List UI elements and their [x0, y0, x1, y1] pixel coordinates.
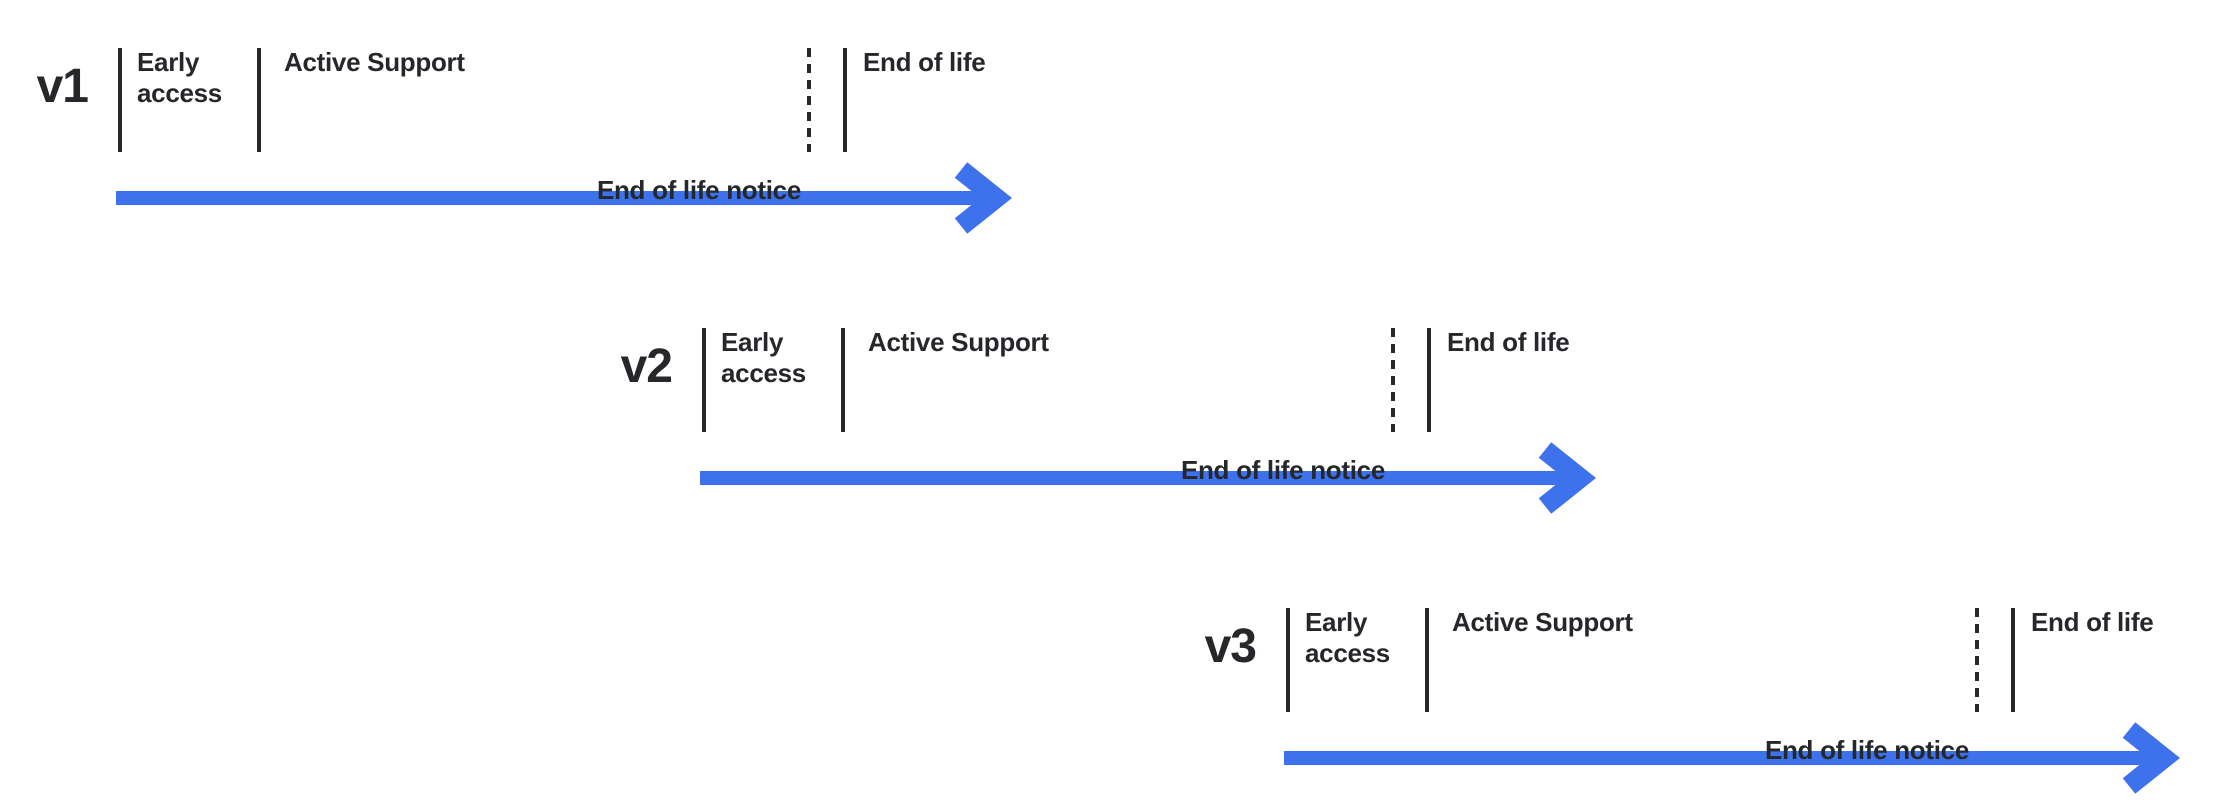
end-of-life-notice-label: End of life notice — [596, 175, 801, 205]
early-access-start-tick — [118, 48, 122, 152]
early-access-start-tick — [1286, 608, 1290, 712]
early-access-label: Early access — [137, 47, 222, 108]
active-support-label: Active Support — [868, 327, 1049, 357]
end-of-life-notice-dashed-line — [807, 48, 811, 152]
end-of-life-label: End of life — [863, 47, 986, 77]
end-of-life-notice-label: End of life notice — [1180, 455, 1385, 485]
version-label-v3: v3 — [1204, 620, 1257, 673]
early-access-label: Early access — [1305, 607, 1390, 668]
end-of-life-notice-dashed-line — [1975, 608, 1979, 712]
end-of-life-notice-label: End of life notice — [1764, 735, 1969, 765]
version-label-v2: v2 — [620, 340, 673, 393]
end-of-life-tick — [843, 48, 847, 152]
end-of-life-label: End of life — [1447, 327, 1570, 357]
right-arrow-icon — [700, 442, 1597, 514]
right-arrow-icon — [116, 162, 1013, 234]
active-support-start-tick — [1425, 608, 1429, 712]
early-access-start-tick — [702, 328, 706, 432]
end-of-life-label: End of life — [2031, 607, 2154, 637]
early-access-label: Early access — [721, 327, 806, 388]
active-support-start-tick — [257, 48, 261, 152]
end-of-life-tick — [1427, 328, 1431, 432]
end-of-life-tick — [2011, 608, 2015, 712]
version-label-v1: v1 — [36, 60, 89, 113]
timeline-v3: v3 Early access Active Support End of li… — [1186, 598, 2216, 812]
end-of-life-notice-dashed-line — [1391, 328, 1395, 432]
active-support-start-tick — [841, 328, 845, 432]
active-support-label: Active Support — [1452, 607, 1633, 637]
right-arrow-icon — [1284, 722, 2181, 794]
timeline-v1: v1 Early access Active Support End of li… — [18, 38, 1048, 283]
timeline-v2: v2 Early access Active Support End of li… — [602, 318, 1632, 563]
active-support-label: Active Support — [284, 47, 465, 77]
